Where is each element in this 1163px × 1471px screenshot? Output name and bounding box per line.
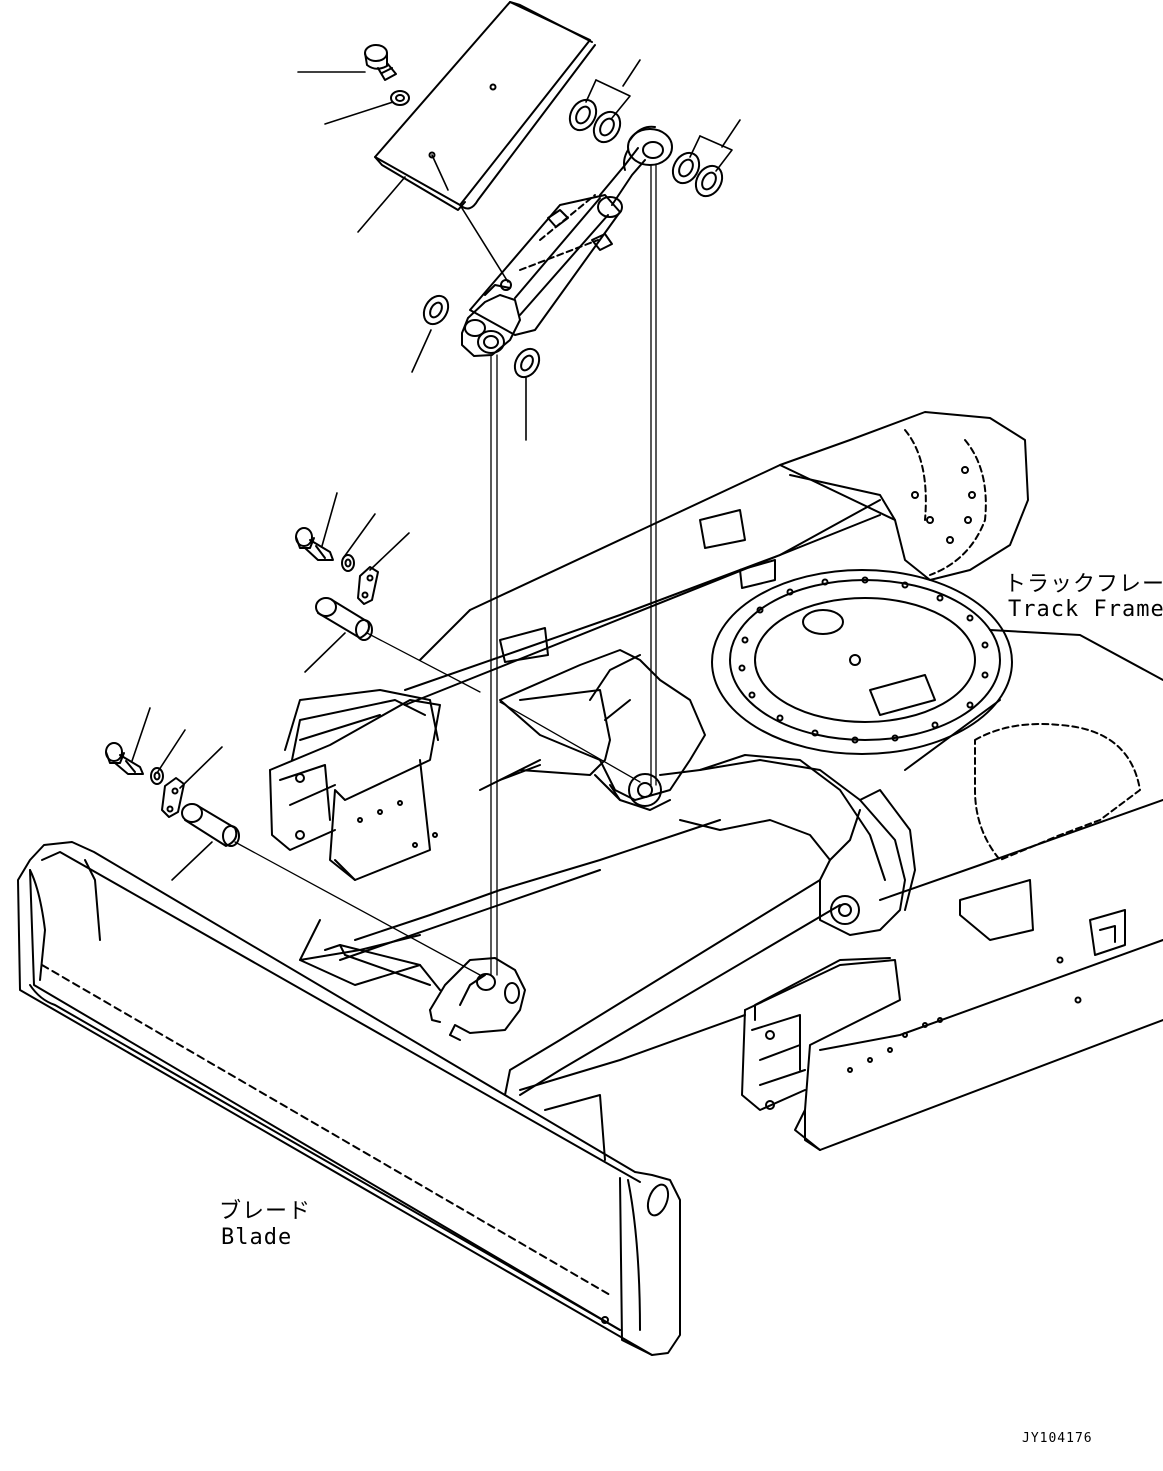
lower-pin	[182, 804, 239, 846]
blade-cylinder	[462, 127, 672, 356]
upper-pin	[316, 598, 372, 640]
cover-washer	[391, 91, 409, 105]
rod-end-shims-right	[668, 148, 728, 201]
lower-lock-plate	[162, 778, 184, 817]
lower-pin-bolt	[106, 743, 143, 774]
blade-support-arm	[480, 650, 915, 1095]
upper-pin-bolt	[296, 528, 333, 560]
track-frame	[270, 412, 1163, 1160]
bottom-shim-left	[419, 292, 453, 329]
lower-pin-washer	[151, 768, 163, 784]
upper-pin-washer	[342, 555, 354, 571]
upper-lock-plate	[358, 567, 378, 604]
rod-end-shims-left	[565, 95, 626, 147]
cover-bolt	[365, 45, 396, 80]
bottom-shim-right	[510, 345, 544, 382]
drawing-number: JY104176	[1022, 1431, 1093, 1446]
blade	[18, 842, 680, 1355]
track-frame-label-en: Track Frame	[1008, 597, 1163, 622]
blade-label-jp: ブレード	[219, 1199, 312, 1224]
assembly-center-lines	[235, 165, 656, 975]
track-frame-label-jp: トラックフレーム	[1004, 572, 1163, 597]
blade-label-en: Blade	[221, 1225, 293, 1250]
cylinder-cover	[375, 2, 595, 210]
leader-lines	[132, 60, 740, 880]
